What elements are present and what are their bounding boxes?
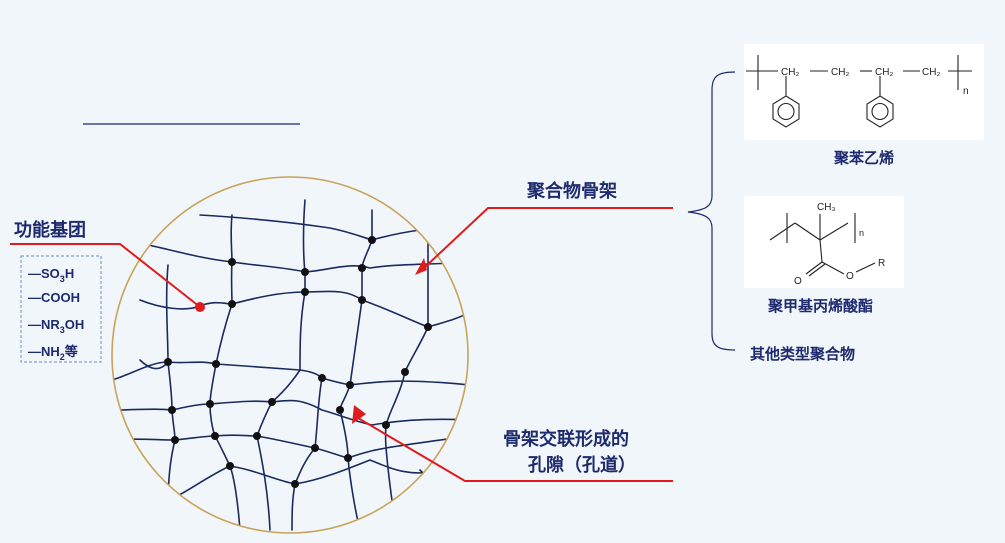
pores-arrow-head	[352, 405, 366, 424]
functional-group-box	[20, 255, 102, 363]
functional-group-list: —SO3H —COOH —NR3OH —NH2等	[28, 266, 84, 362]
other-polymers-label: 其他类型聚合物	[750, 345, 855, 363]
pores-label-line1: 骨架交联形成的	[503, 428, 629, 450]
pores-label-line2: 孔隙（孔道）	[528, 454, 636, 476]
pores-callout: 骨架交联形成的 孔隙（孔道）	[352, 405, 673, 482]
functional-group-item: —NR3OH	[28, 317, 84, 335]
ps-ch2-2: CH₂	[831, 67, 849, 78]
pmma-r: R	[878, 258, 885, 269]
functional-group-marker	[195, 302, 205, 312]
pmma-structure: CH₃ n O O R	[744, 196, 904, 288]
pmma-o-carbonyl: O	[794, 276, 802, 287]
polystyrene-structure: CH₂ CH₂ CH₂ CH₂ n	[744, 44, 984, 140]
skeleton-label: 聚合物骨架	[526, 180, 617, 202]
ps-ch2-3: CH₂	[875, 67, 893, 78]
network-boundary	[111, 176, 469, 534]
polymethacrylate-label: 聚甲基丙烯酸酯	[767, 297, 873, 315]
skeleton-callout: 聚合物骨架	[415, 180, 673, 275]
pmma-n: n	[859, 228, 864, 238]
ps-n: n	[963, 86, 969, 97]
functional-group-callout: 功能基团 —SO3H —COOH —NR3OH —NH2等	[10, 219, 205, 363]
ps-ch2-4: CH₂	[922, 67, 940, 78]
polystyrene-label: 聚苯乙烯	[833, 149, 894, 167]
polymer-type-bracket	[687, 71, 736, 351]
ps-ch2-1: CH₂	[781, 67, 799, 78]
functional-group-item: —SO3H	[28, 266, 74, 284]
polymer-network	[111, 176, 469, 534]
functional-group-item: —COOH	[28, 290, 80, 305]
pmma-o-ester: O	[846, 271, 854, 282]
skeleton-arrow-head	[415, 258, 427, 275]
pmma-ch3: CH₃	[817, 202, 836, 213]
functional-group-item: —NH2等	[28, 344, 78, 362]
functional-group-label: 功能基团	[14, 219, 86, 241]
crosslink-points	[164, 236, 432, 488]
